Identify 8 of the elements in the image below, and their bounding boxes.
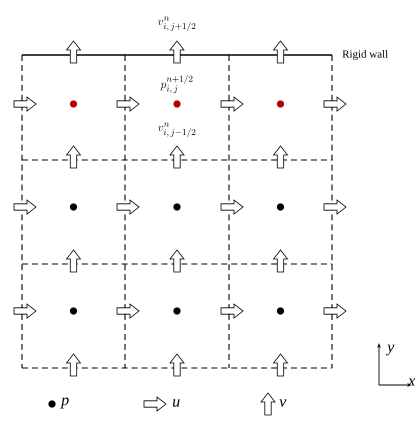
legend-label: v <box>279 399 286 407</box>
legend-label: p <box>60 398 69 408</box>
axis-label: y <box>386 344 394 356</box>
formula-label: $p^{n+1/2}_{i,\,j}$ <box>160 74 192 94</box>
wall-label: Rigid wall <box>342 50 388 60</box>
legend-label: u <box>173 399 180 407</box>
formula-label: $v^{n}_{i,\,j+1/2}$ <box>158 16 196 32</box>
formula-label: $v^{n}_{i,\,j-1/2}$ <box>158 122 196 138</box>
